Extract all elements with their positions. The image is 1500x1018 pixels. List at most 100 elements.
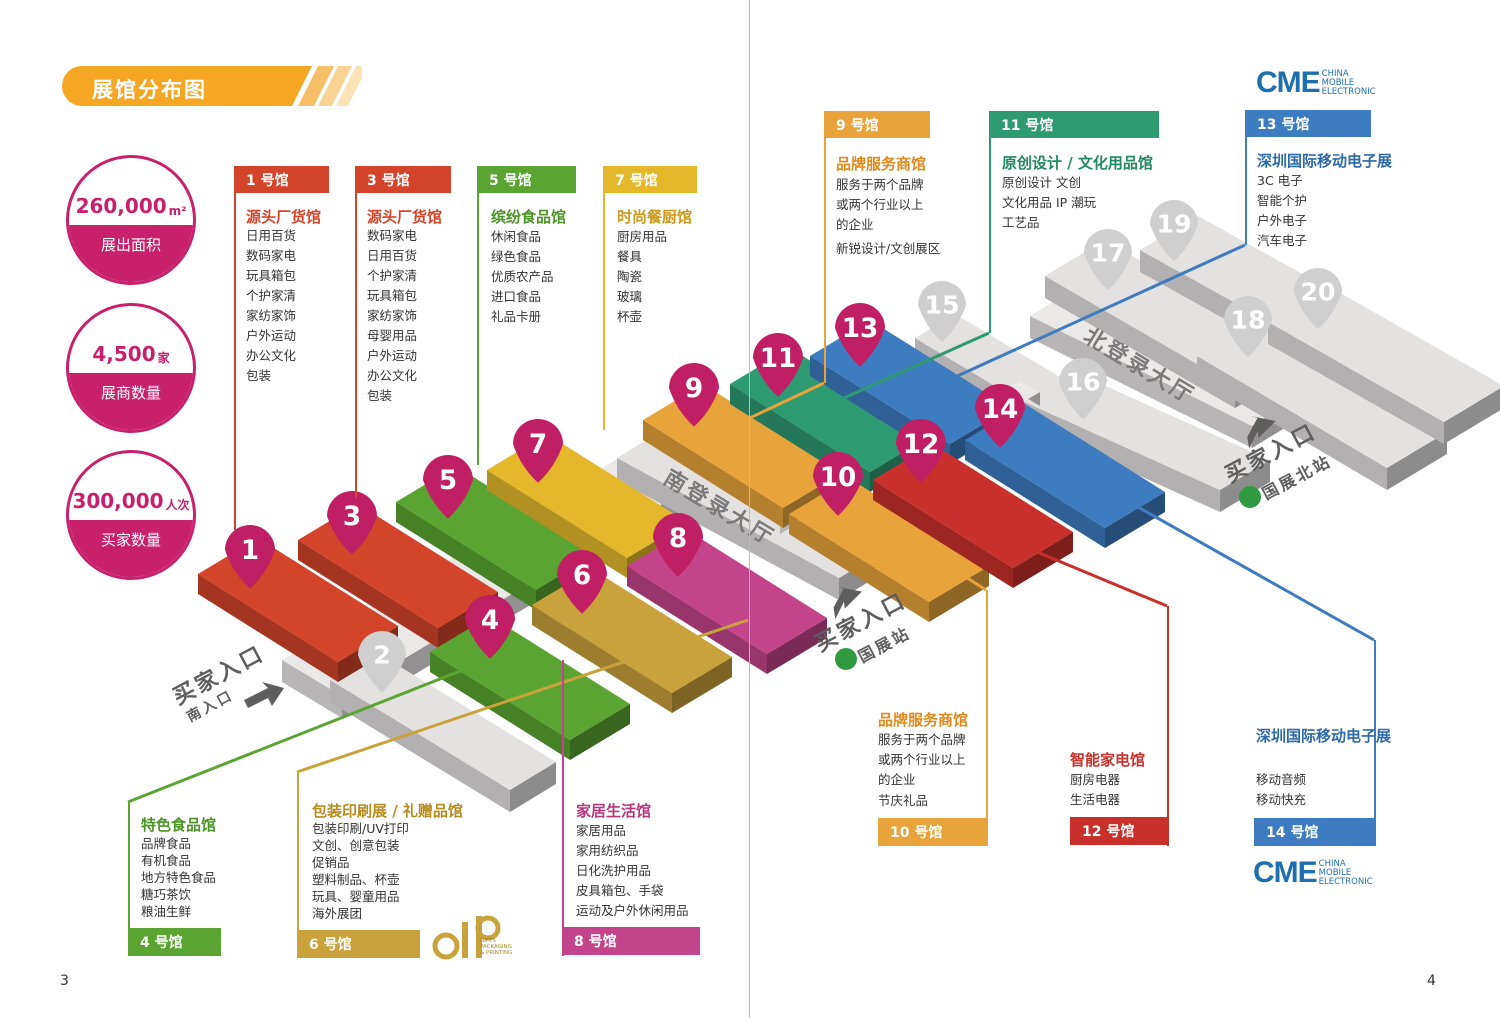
- list-item: 家纺家饰: [246, 308, 297, 323]
- cme-logo-letters: CME: [1256, 66, 1321, 99]
- list-item: 数码家电: [246, 248, 297, 263]
- list-item: 家用纺织品: [576, 843, 639, 858]
- map-pin-icon: [653, 513, 703, 577]
- page-number-right: 4: [1427, 973, 1436, 989]
- list-item: 杯壶: [617, 309, 643, 324]
- list-item: 餐具: [617, 249, 643, 264]
- cme-line: MOBILE: [1318, 867, 1352, 878]
- list-item: 日化洗护用品: [576, 863, 652, 878]
- hall-14-tag: 14 号馆: [1254, 818, 1376, 846]
- hall-5-title: 缤纷食品馆: [491, 208, 567, 226]
- map-pin-icon: [512, 418, 564, 483]
- hall-7-leader: [603, 193, 605, 430]
- hall-9-items: 服务于两个品牌 或两个行业以上 的企业 新锐设计/文创展区: [836, 175, 940, 259]
- slab-top: [1197, 320, 1447, 468]
- pin-2: 2: [358, 631, 406, 693]
- map-pin-icon: [225, 525, 275, 589]
- pin-19: 19: [1150, 200, 1198, 262]
- pin-3: 3: [327, 491, 377, 555]
- slab-side-left: [1030, 316, 1252, 448]
- list-item: 文化用品 IP 潮玩: [1002, 195, 1097, 210]
- list-item: 的企业: [878, 772, 916, 787]
- list-item: 玩具箱包: [246, 268, 297, 283]
- map-pin-icon: [1224, 296, 1272, 358]
- hall-5-tag: 5 号馆: [477, 166, 576, 193]
- hall-11-diag: [816, 331, 990, 412]
- hall-10-diag: [879, 520, 987, 592]
- slab-side-right: [1013, 532, 1073, 588]
- hall-4-tag: 4 号馆: [128, 928, 221, 956]
- map-pin-icon: [1150, 200, 1198, 262]
- hall-6-leader: [297, 772, 299, 958]
- slab-side-left: [1045, 276, 1235, 408]
- slab-side-left: [1197, 356, 1387, 490]
- gpp-line: PACKAGING: [480, 944, 512, 950]
- hall-10-leader: [986, 590, 988, 846]
- pin-number: 20: [1300, 278, 1335, 307]
- list-item: 家纺家饰: [367, 308, 418, 323]
- hall-6-title: 包装印刷展 / 礼赠品馆: [312, 802, 463, 820]
- slab-side-right: [929, 566, 989, 622]
- gpp-logo: GIFTS PACKAGING & PRINTING: [432, 912, 512, 960]
- pin-11: 11: [753, 333, 803, 397]
- slab-side-left: [1268, 322, 1444, 444]
- map-pin-icon: [813, 452, 863, 516]
- metro-icon: [835, 648, 857, 670]
- pin-number: 12: [903, 430, 940, 460]
- hall-12-title: 智能家电馆: [1070, 751, 1146, 769]
- list-item: 粮油生鲜: [141, 904, 192, 919]
- stat-buyers-unit: 人次: [165, 498, 190, 512]
- list-item: 户外电子: [1257, 213, 1308, 228]
- list-item: 移动快充: [1256, 792, 1307, 807]
- pin-number: 17: [1090, 239, 1125, 268]
- hall-3-items: 数码家电 日用百货 个护家清 玩具箱包 家纺家饰 母婴用品 户外运动 办公文化 …: [367, 226, 417, 406]
- map-pin-icon: [423, 455, 473, 519]
- gpp-line: GIFTS: [480, 938, 496, 944]
- pin-16: 16: [1059, 358, 1107, 420]
- hall-11-tag: 11 号馆: [989, 111, 1159, 138]
- slab-side-left: [198, 574, 338, 682]
- hall-14-items: 移动音频 移动快充: [1256, 770, 1306, 810]
- hall-14-title-1: 深圳国际移动电子展: [1256, 727, 1392, 745]
- list-item: 的企业: [836, 217, 874, 232]
- page-number-left: 3: [60, 973, 69, 989]
- page-title: 展馆分布图: [92, 78, 207, 102]
- list-item: 生活电器: [1070, 792, 1121, 807]
- stat-exhibitors-label: 展商数量: [69, 373, 193, 430]
- hall-3-tag: 3 号馆: [355, 166, 451, 193]
- cme-line: ELECTRONIC: [1321, 86, 1376, 97]
- hall-7-tag: 7 号馆: [603, 166, 697, 193]
- hall-12-items: 厨房电器 生活电器: [1070, 770, 1120, 810]
- pin-7: 7: [512, 418, 564, 483]
- list-item: 地方特色食品: [141, 870, 217, 885]
- list-item: 办公文化: [367, 368, 418, 383]
- list-item: 数码家电: [367, 228, 418, 243]
- list-item: 家居用品: [576, 823, 627, 838]
- pin-10: 10: [813, 452, 863, 516]
- cme-line: CHINA: [1321, 68, 1349, 79]
- gpp-logo-text: GIFTS PACKAGING & PRINTING: [480, 938, 512, 956]
- hall-1-items: 日用百货 数码家电 玩具箱包 个护家清 家纺家饰 户外运动 办公文化 包装: [246, 226, 296, 386]
- gpp-line: & PRINTING: [480, 950, 513, 956]
- hall-9-leader: [824, 138, 826, 383]
- list-item: 智能个护: [1257, 193, 1308, 208]
- list-item: 优质农产品: [491, 269, 554, 284]
- stat-area-value: 260,000: [75, 194, 167, 218]
- list-item: 办公文化: [246, 348, 297, 363]
- list-item: 糖巧茶饮: [141, 887, 192, 902]
- pin-1: 1: [225, 525, 275, 589]
- pin-14: 14: [975, 384, 1025, 448]
- pin-number: 11: [760, 344, 797, 374]
- map-pin-icon: [1059, 358, 1107, 420]
- list-item: 海外展团: [312, 906, 363, 921]
- hall-14-leader: [1374, 640, 1376, 846]
- gpp-logo-mark: [432, 915, 501, 960]
- slab-side-right: [510, 762, 556, 812]
- map-pin-icon: [1084, 229, 1132, 291]
- list-item: 3C 电子: [1257, 173, 1303, 188]
- list-item: 促销品: [312, 855, 350, 870]
- cme-line: CHINA: [1318, 858, 1346, 869]
- pin-18: 18: [1224, 296, 1272, 358]
- pin-number: 10: [820, 463, 857, 493]
- pin-number: 15: [924, 291, 959, 320]
